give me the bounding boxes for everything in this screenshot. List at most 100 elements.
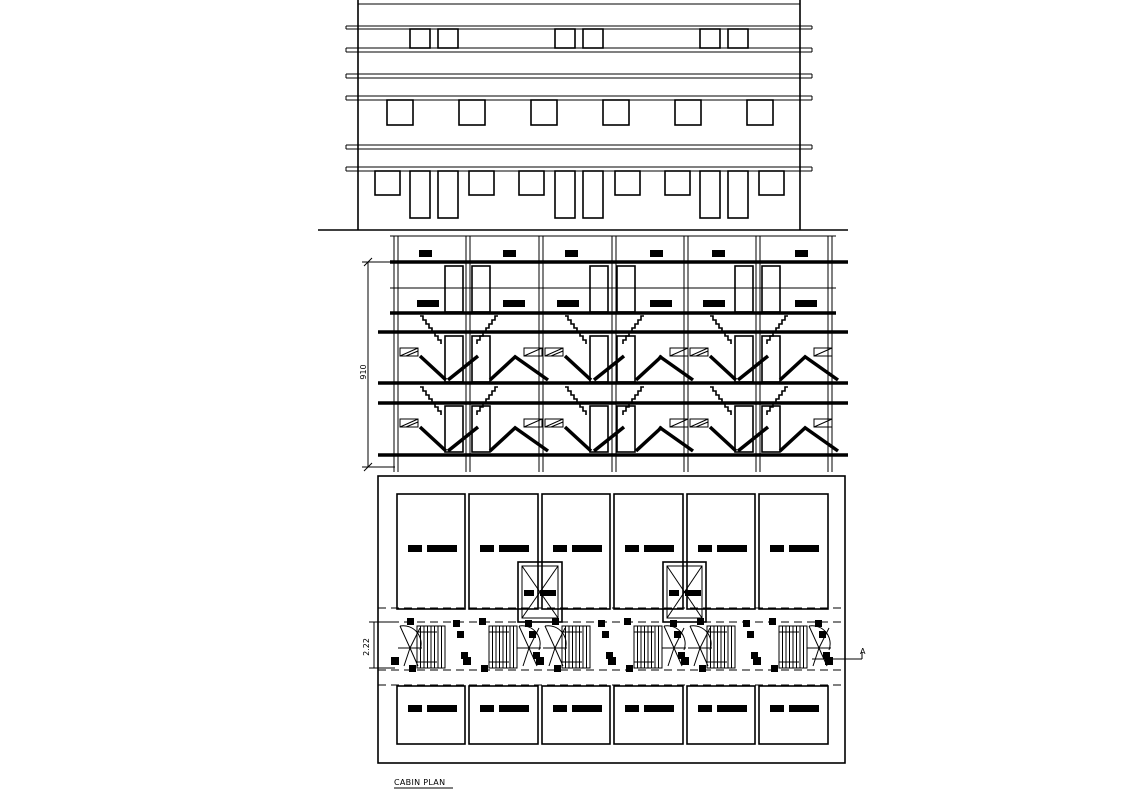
cabin-room-lower — [541, 685, 611, 745]
cabin-furniture — [553, 545, 567, 552]
winder-line — [808, 625, 820, 649]
section-door — [471, 405, 491, 453]
beam-block — [417, 300, 439, 307]
section-height-dimension: 910 — [359, 257, 395, 472]
stair-stringer — [802, 425, 840, 453]
stair-stringer — [657, 354, 695, 382]
corridor-column — [602, 631, 609, 638]
cabin-furniture — [480, 545, 494, 552]
stair-stringer — [592, 425, 626, 453]
corridor-column — [479, 618, 486, 625]
landing-hatch — [689, 418, 709, 428]
cabin-furniture — [553, 705, 567, 712]
corridor-column — [529, 631, 536, 638]
winder-line — [812, 647, 820, 667]
beam-block — [565, 250, 578, 257]
cabin-furniture — [499, 705, 529, 712]
hatch-line — [669, 347, 689, 357]
winder-line — [667, 647, 675, 667]
stair-flight — [565, 386, 587, 415]
cabin-room-lower — [396, 685, 466, 745]
building-section — [378, 235, 848, 472]
cabin-furniture — [717, 545, 747, 552]
ground-window — [614, 170, 641, 196]
corridor-column — [453, 620, 460, 627]
corridor-column — [697, 618, 704, 625]
ground-door-leaf — [727, 170, 749, 219]
ground-window — [374, 170, 401, 196]
section-door — [761, 265, 781, 313]
corridor-column — [699, 665, 706, 672]
winder-line — [548, 647, 556, 667]
section-door — [444, 405, 464, 453]
section-door — [589, 405, 609, 453]
winder-line — [554, 647, 564, 667]
upper-window — [699, 28, 721, 49]
section-door — [734, 405, 754, 453]
corridor-column — [552, 618, 559, 625]
stair-stringer — [512, 354, 550, 382]
cabin-furniture — [427, 545, 457, 552]
section-door — [761, 405, 781, 453]
hatch-line — [399, 418, 419, 428]
stair-stringer — [778, 354, 808, 382]
stair-flight — [766, 315, 788, 344]
hatch-line — [550, 421, 564, 428]
landing-hatch — [669, 418, 689, 428]
landing-hatch — [813, 418, 833, 428]
stair-stringer — [736, 425, 770, 453]
winder-arc — [544, 625, 567, 651]
stair-stringer — [634, 425, 664, 453]
section-door — [444, 265, 464, 313]
stair-flight — [420, 315, 442, 344]
cabin-furniture — [408, 705, 422, 712]
winder-line — [403, 647, 411, 667]
hatch-line — [523, 347, 543, 357]
stair-stringer — [488, 425, 518, 453]
beam-block — [650, 250, 663, 257]
middle-window — [458, 99, 486, 126]
corridor-column — [670, 620, 677, 627]
lift-car — [521, 565, 559, 619]
beam-block — [795, 300, 817, 307]
stair-flight — [710, 386, 732, 415]
cabin-furniture — [625, 705, 639, 712]
lift-shaft — [517, 561, 563, 623]
front-elevation — [318, 0, 848, 231]
cabin-room-upper — [758, 493, 829, 610]
landing-hatch — [523, 347, 543, 357]
middle-window — [674, 99, 702, 126]
winder-line — [663, 625, 675, 649]
corridor-column — [461, 652, 468, 659]
corridor-column — [823, 652, 830, 659]
corridor-column — [753, 657, 761, 665]
corridor-column — [769, 618, 776, 625]
corridor-column — [481, 665, 488, 672]
corridor-column — [678, 652, 685, 659]
stair-stringer — [418, 354, 448, 382]
lift-block — [685, 590, 701, 596]
hatch-line — [813, 347, 833, 357]
stair-flight — [710, 315, 732, 344]
corridor-column — [598, 620, 605, 627]
beam-block — [703, 300, 725, 307]
upper-window — [582, 28, 604, 49]
winder-arc — [689, 625, 712, 651]
section-height-label: 910 — [359, 364, 368, 379]
landing-hatch — [689, 347, 709, 357]
cabin-room-lower — [686, 685, 756, 745]
stair-flight — [420, 386, 442, 415]
cabin-furniture — [499, 545, 529, 552]
landing-hatch — [669, 347, 689, 357]
plan-title-text: CABIN PLAN — [394, 778, 445, 787]
winder-line — [699, 627, 711, 649]
corridor-column — [815, 620, 822, 627]
hatch-line — [695, 350, 709, 357]
cabin-furniture — [408, 545, 422, 552]
cabin-furniture — [789, 545, 819, 552]
cabin-floor-plan — [377, 475, 846, 764]
stair-stringer — [708, 425, 738, 453]
stair-flight — [622, 386, 644, 415]
stair-stringer — [657, 425, 695, 453]
beam-block — [650, 300, 672, 307]
